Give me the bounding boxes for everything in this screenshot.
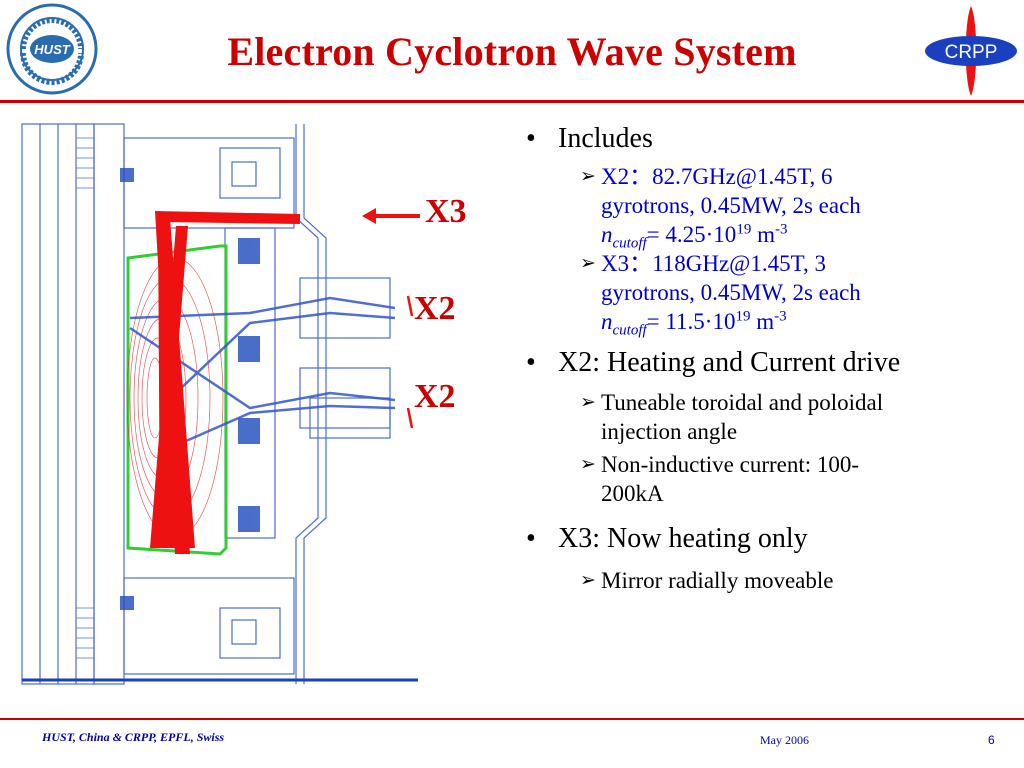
hust-logo-text: HUST	[34, 42, 70, 57]
footer-divider	[0, 718, 1024, 720]
tokamak-cross-section-diagram	[21, 123, 420, 685]
footer-page-number: 6	[988, 733, 995, 747]
arrow-icon: ➢	[580, 392, 596, 413]
sub-mirror-moveable: ➢ Mirror radially moveable	[580, 568, 834, 593]
beam-label-x3: X3	[425, 193, 467, 230]
sub-x2-spec: ➢ X2：82.7GHz@1.45T, 6 gyrotrons, 0.45MW,…	[580, 164, 861, 252]
beam-label-x2-lower: X2	[414, 378, 456, 415]
sub-non-inductive-current: ➢ Non-inductive current: 100- 200kA	[580, 452, 860, 506]
bullet-x3-heating: •X3: Now heating only	[526, 523, 808, 554]
footer-affiliation: HUST, China & CRPP, EPFL, Swiss	[42, 730, 225, 744]
crpp-logo: CRPP	[925, 6, 1017, 96]
footer-date: May 2006	[760, 733, 809, 747]
arrow-icon: ➢	[580, 253, 596, 274]
arrow-icon: ➢	[580, 166, 596, 187]
sub-tuneable-angle: ➢ Tuneable toroidal and poloidal injecti…	[580, 390, 884, 444]
bullet-x2-heating: •X2: Heating and Current drive	[526, 347, 901, 378]
title-divider	[0, 100, 1024, 103]
arrow-icon: ➢	[580, 570, 596, 591]
hust-logo: HUST	[6, 3, 98, 95]
bullet-includes: •Includes	[526, 123, 653, 154]
page-title: Electron Cyclotron Wave System	[227, 29, 797, 74]
sub-x3-spec: ➢ X3：118GHz@1.45T, 3 gyrotrons, 0.45MW, …	[580, 251, 861, 339]
arrow-icon: ➢	[580, 454, 596, 475]
bullet-list: •Includes ➢ X2：82.7GHz@1.45T, 6 gyrotron…	[520, 122, 1010, 595]
crpp-logo-text: CRPP	[945, 42, 998, 63]
beam-label-x2-upper: X2	[414, 290, 456, 327]
